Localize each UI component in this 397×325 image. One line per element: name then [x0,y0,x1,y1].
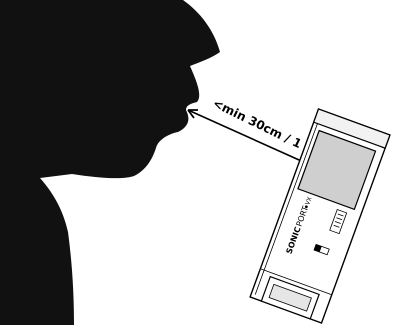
device-face-panel [297,129,377,211]
sonicport-device: SONICPORTVX [249,108,391,324]
head-silhouette [0,0,220,325]
device-suffix-text: VX [304,196,313,206]
device-led [304,205,308,209]
device-controls [329,208,348,235]
device-switch [313,243,330,256]
device-top-cap [312,108,391,149]
